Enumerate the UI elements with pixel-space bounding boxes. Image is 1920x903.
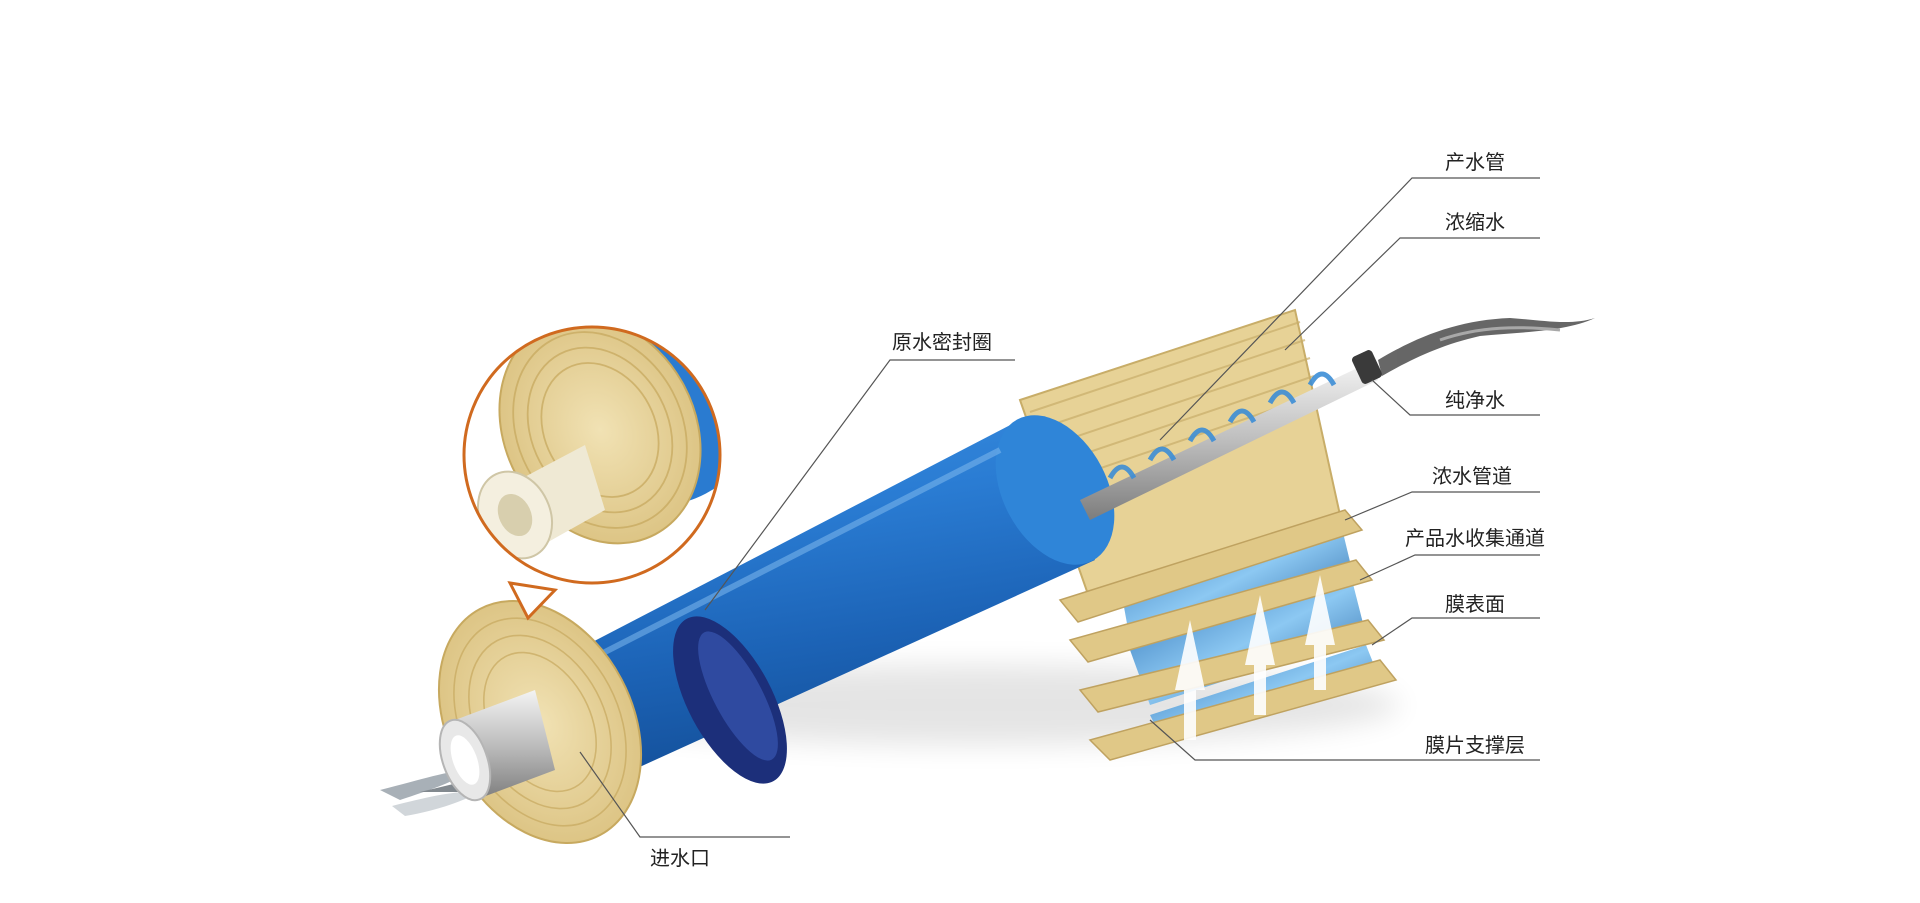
callout-magnified-end-cap (462, 325, 722, 621)
label-product-water-tube: 产水管 (1445, 150, 1505, 174)
label-concentrate-channel: 浓水管道 (1432, 464, 1512, 488)
raw-water-seal-ring (673, 616, 787, 784)
leader-water-inlet (579, 751, 790, 838)
leader-concentrate-channel (1344, 491, 1540, 521)
leader-membrane-support-layer (1149, 719, 1540, 761)
leader-product-collection-channel (1359, 554, 1540, 581)
inlet-end-cap (437, 600, 643, 844)
product-water-tube (1080, 350, 1382, 520)
label-product-collection-channel: 产品水收集通道 (1405, 526, 1545, 550)
leader-concentrate (1284, 237, 1540, 351)
label-raw-water-seal: 原水密封圈 (892, 330, 992, 354)
leader-pure-water (1371, 379, 1540, 416)
label-membrane-surface: 膜表面 (1445, 592, 1505, 616)
label-concentrate: 浓缩水 (1445, 210, 1505, 234)
label-membrane-support-layer: 膜片支撑层 (1425, 733, 1525, 757)
leader-product-water-tube (1159, 177, 1540, 441)
pure-water-stream (1378, 318, 1595, 376)
label-water-inlet: 进水口 (650, 846, 710, 870)
membrane-tube (500, 415, 1115, 785)
label-pure-water: 纯净水 (1445, 388, 1505, 412)
leader-lines (579, 177, 1540, 838)
leader-raw-water-seal (704, 359, 1015, 611)
leader-membrane-surface (1371, 617, 1540, 646)
